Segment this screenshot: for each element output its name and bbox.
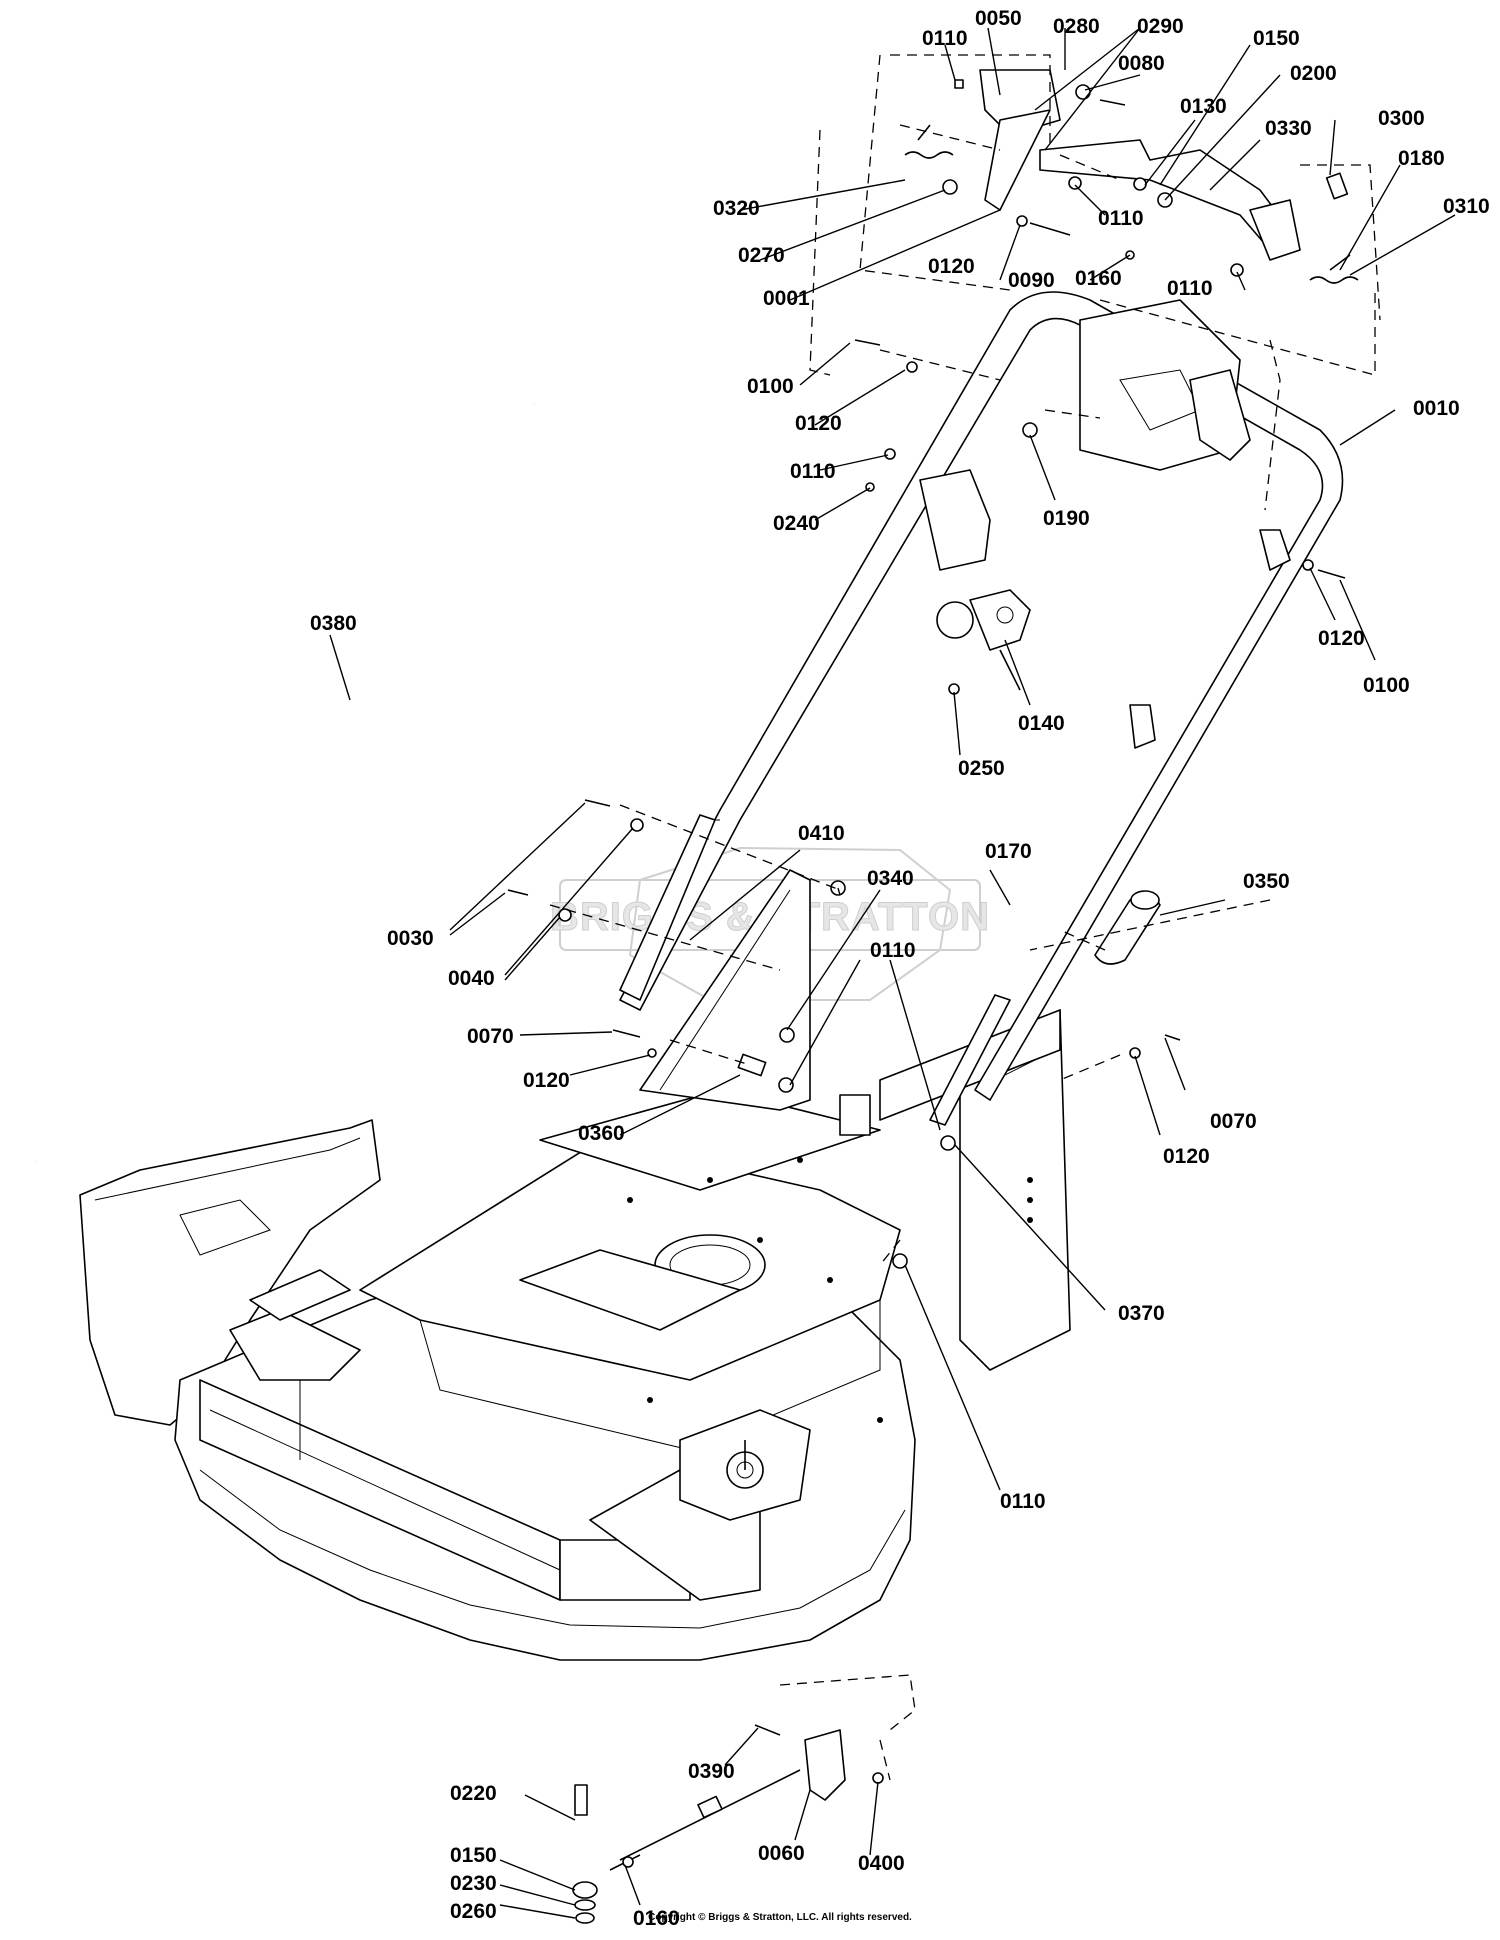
callout-0140[interactable]: 0140 [1018,712,1065,735]
callout-0120[interactable]: 0120 [523,1069,570,1092]
leader-lines [329,27,1456,1919]
callout-0320[interactable]: 0320 [713,197,760,220]
callout-0200[interactable]: 0200 [1290,62,1337,85]
assembly-lines [549,54,1381,1781]
callout-0110[interactable]: 0110 [922,27,968,50]
callout-0010[interactable]: 0010 [1413,397,1460,420]
callout-0110[interactable]: 0110 [1000,1490,1046,1513]
callout-0370[interactable]: 0370 [1118,1302,1165,1325]
callout-0290[interactable]: 0290 [1137,15,1184,38]
callout-0070[interactable]: 0070 [1210,1110,1257,1133]
callout-0120[interactable]: 0120 [928,255,975,278]
callout-0340[interactable]: 0340 [867,867,914,890]
callout-0030[interactable]: 0030 [387,927,434,950]
callout-0170[interactable]: 0170 [985,840,1032,863]
callout-0230[interactable]: 0230 [450,1872,497,1895]
callout-0240[interactable]: 0240 [773,512,820,535]
callout-0110[interactable]: 0110 [1167,277,1213,300]
lower-cable-linkage[interactable] [572,1729,846,1924]
copyright-notice: Copyright © Briggs & Stratton, LLC. All … [648,1912,912,1923]
callout-0330[interactable]: 0330 [1265,117,1312,140]
callout-0190[interactable]: 0190 [1043,507,1090,530]
callout-0110[interactable]: 0110 [870,939,916,962]
callout-0160[interactable]: 0160 [633,1907,680,1930]
callout-0090[interactable]: 0090 [1008,269,1055,292]
callout-0150[interactable]: 0150 [1253,27,1300,50]
upper-control-assembly[interactable] [904,69,1359,284]
callout-0390[interactable]: 0390 [688,1760,735,1783]
callout-0410[interactable]: 0410 [798,822,845,845]
callout-0100[interactable]: 0100 [747,375,794,398]
callout-0270[interactable]: 0270 [738,244,785,267]
callout-0060[interactable]: 0060 [758,1842,805,1865]
callout-0250[interactable]: 0250 [958,757,1005,780]
callout-0300[interactable]: 0300 [1378,107,1425,130]
callout-0150[interactable]: 0150 [450,1844,497,1867]
callout-0380[interactable]: 0380 [310,612,357,635]
callout-0080[interactable]: 0080 [1118,52,1165,75]
callout-0110[interactable]: 0110 [790,460,836,483]
callout-0130[interactable]: 0130 [1180,95,1227,118]
callout-0400[interactable]: 0400 [858,1852,905,1875]
callout-0350[interactable]: 0350 [1243,870,1290,893]
callout-0050[interactable]: 0050 [975,7,1022,30]
callout-0120[interactable]: 0120 [1318,627,1365,650]
callout-0120[interactable]: 0120 [795,412,842,435]
callout-0220[interactable]: 0220 [450,1782,497,1805]
callout-0160[interactable]: 0160 [1075,267,1122,290]
callout-0260[interactable]: 0260 [450,1900,497,1923]
callout-0180[interactable]: 0180 [1398,147,1445,170]
handle-frame[interactable] [619,291,1344,1126]
callout-0280[interactable]: 0280 [1053,15,1100,38]
callout-0040[interactable]: 0040 [448,967,495,990]
callout-0360[interactable]: 0360 [578,1122,625,1145]
callout-0070[interactable]: 0070 [467,1025,514,1048]
callout-labels: 0050 0280 0290 0110 0080 0150 0200 0130 0300 0330… [310,7,1490,1930]
mower-deck [79,1009,1071,1661]
callout-0120[interactable]: 0120 [1163,1145,1210,1168]
callout-0110[interactable]: 0110 [1098,207,1144,230]
callout-0100[interactable]: 0100 [1363,674,1410,697]
callout-0001[interactable]: 0001 [763,287,810,310]
callout-0310[interactable]: 0310 [1443,195,1490,218]
rod-part[interactable] [34,403,536,1163]
control-lever[interactable] [919,469,1031,691]
